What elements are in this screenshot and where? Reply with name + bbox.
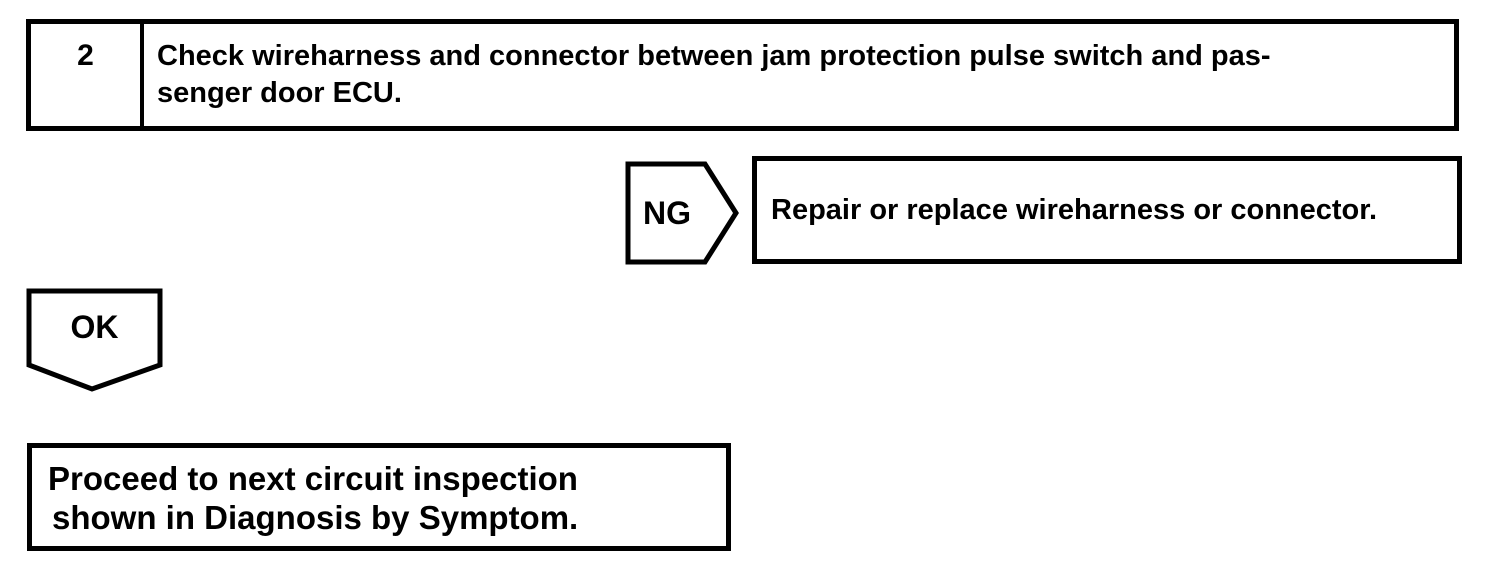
ok-result-box: Proceed to next circuit inspection shown… bbox=[27, 443, 731, 551]
step-instruction: Check wireharness and connector between … bbox=[144, 24, 1454, 126]
step-number-cell: 2 bbox=[31, 24, 144, 126]
ok-label: OK bbox=[70, 308, 119, 345]
step-instruction-line-2: senger door ECU. bbox=[157, 77, 402, 109]
ng-connector: NG bbox=[625, 161, 740, 265]
ng-label: NG bbox=[643, 194, 691, 231]
step-box: 2 Check wireharness and connector betwee… bbox=[26, 19, 1459, 131]
step-instruction-line-1: Check wireharness and connector between … bbox=[157, 40, 1271, 72]
step-number: 2 bbox=[77, 39, 94, 72]
ok-result-line-2: shown in Diagnosis by Symptom. bbox=[52, 499, 579, 536]
ng-result-box: Repair or replace wireharness or connect… bbox=[752, 156, 1462, 264]
ng-result-text: Repair or replace wireharness or connect… bbox=[771, 193, 1378, 226]
ok-pentagon-icon bbox=[26, 288, 163, 392]
ng-pentagon-icon bbox=[625, 161, 739, 265]
ok-result-line-1: Proceed to next circuit inspection bbox=[48, 460, 578, 497]
ok-connector: OK bbox=[26, 288, 163, 393]
